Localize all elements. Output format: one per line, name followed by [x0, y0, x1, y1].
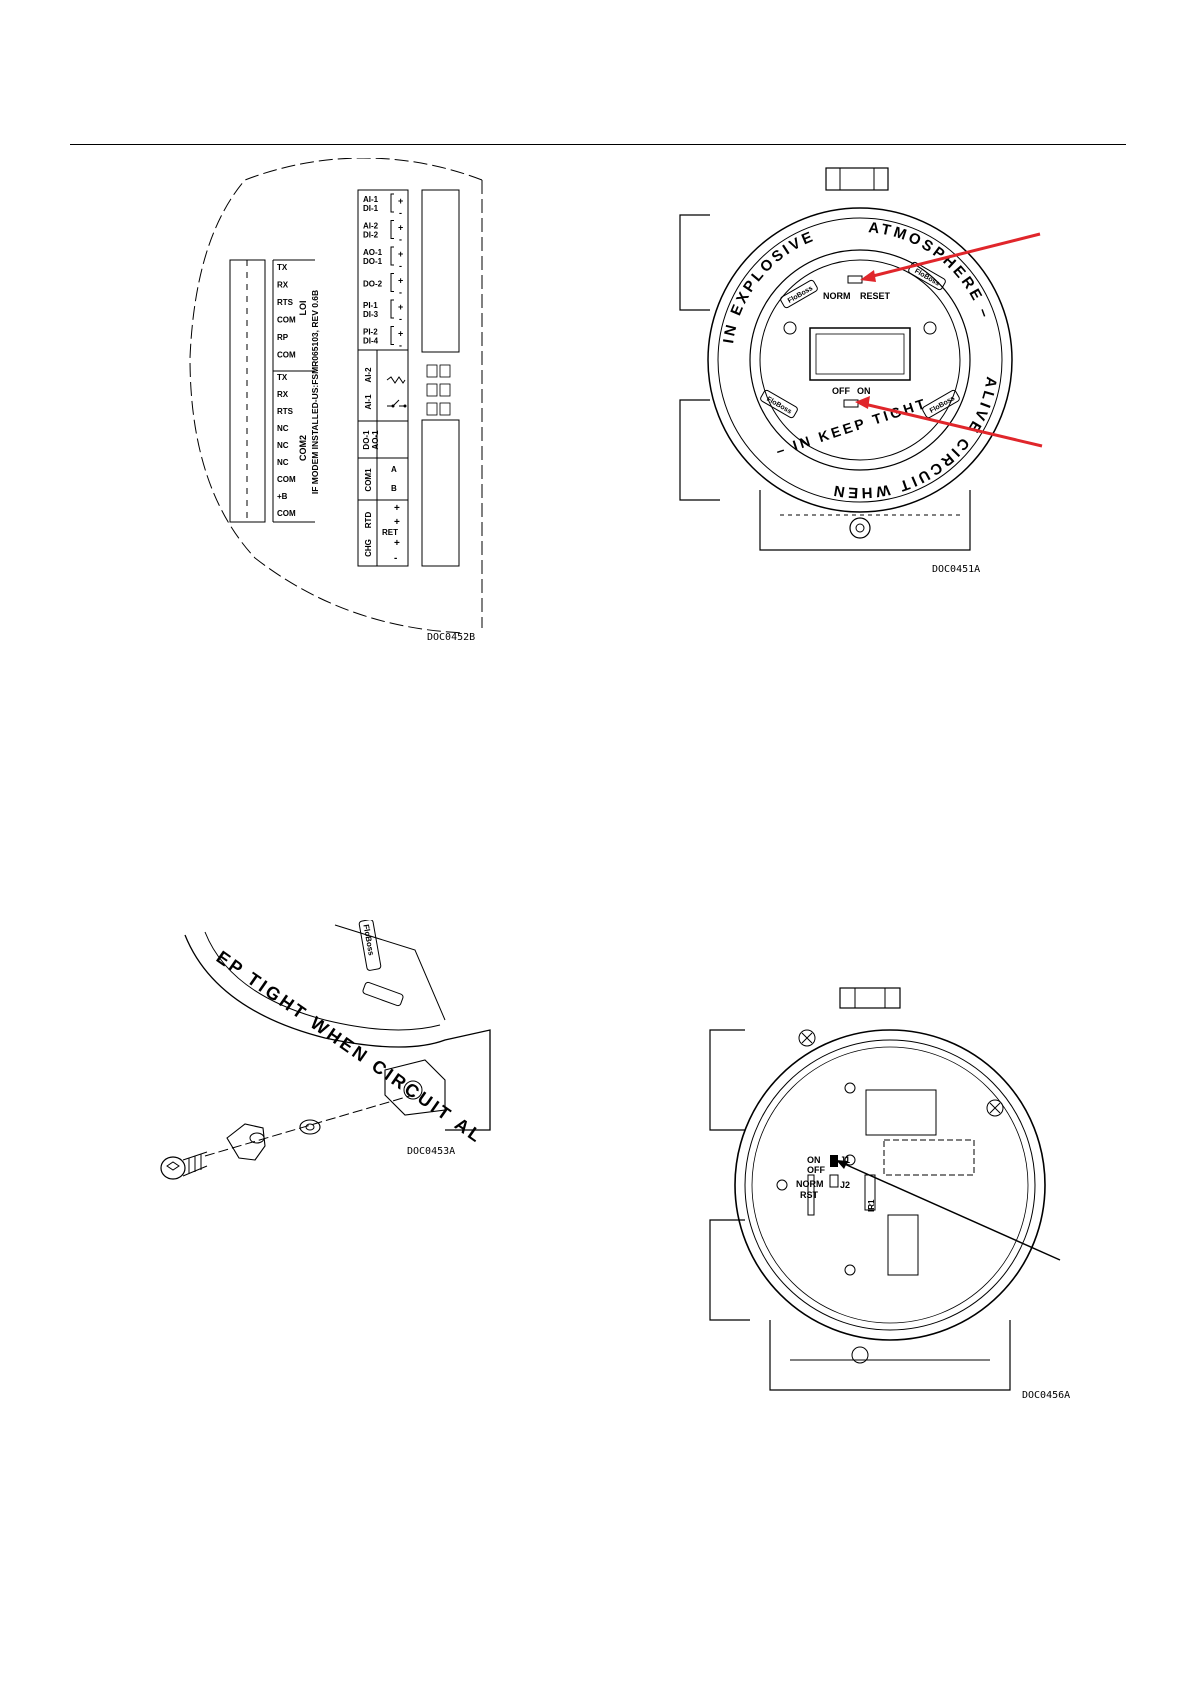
svg-text:ALIVE CIRCUIT WHEN: ALIVE CIRCUIT WHEN — [830, 375, 1000, 501]
bracket — [390, 220, 394, 239]
loi-terminal-labels: TX RX RTS COM RP COM TX RX RTS NC NC NC COM +B COM — [277, 263, 296, 518]
plus-sign: + — [398, 329, 403, 339]
j2-label: J2 — [840, 1180, 850, 1190]
svg-text:+: + — [394, 538, 400, 549]
svg-text:IN EXPLOSIVE: IN EXPLOSIVE — [720, 228, 818, 345]
front-view-figure: ATMOSPHERE – IN EXPLOSIVE ALIVE CIRCUIT … — [660, 160, 1060, 580]
plus-sign: + — [398, 249, 403, 259]
terminal-label: TX — [277, 373, 288, 382]
terminal-label: RX — [277, 281, 289, 290]
terminal-label: COM — [277, 475, 296, 484]
figure1-doc-id: DOC0452B — [427, 632, 475, 643]
j1-label: J1 — [840, 1155, 850, 1165]
ir-label: IR1 — [867, 1199, 876, 1212]
header-rule — [70, 144, 1126, 145]
on-label: ON — [807, 1155, 821, 1165]
minus-sign: - — [399, 341, 402, 351]
switch1-left: NORM — [823, 291, 851, 301]
loi-label: LOI — [298, 301, 308, 316]
rst-label: RST — [800, 1190, 819, 1200]
terminal-label: TX — [277, 263, 288, 272]
plus-sign: + — [398, 196, 403, 206]
io-label: DI-1 — [363, 204, 379, 213]
bracket — [390, 246, 394, 266]
plus-sign: + — [398, 223, 403, 233]
minus-sign: - — [399, 288, 402, 298]
ai2-label: AI-2 — [364, 367, 373, 383]
terminal-label: RTS — [277, 407, 294, 416]
io-label: AI-1 — [363, 195, 379, 204]
minus-sign: - — [399, 261, 402, 271]
com1-b: B — [391, 484, 397, 493]
bracket — [390, 326, 394, 345]
latch-exploded-figure: EP TIGHT WHEN CIRCUIT AL FloBoss DOC0453… — [145, 920, 495, 1190]
svg-text:+: + — [394, 517, 400, 528]
plus-sign: + — [398, 276, 403, 286]
com1-a: A — [391, 465, 397, 474]
minus-sign: - — [399, 208, 402, 218]
cover-ring-text: EP TIGHT WHEN CIRCUIT AL — [213, 947, 487, 1148]
switch2-right: ON — [857, 386, 871, 396]
terminal-label: RP — [277, 333, 289, 342]
on-off-switch-arrow — [859, 401, 1043, 448]
ring-text-right: ALIVE CIRCUIT WHEN — [830, 375, 997, 501]
modem-note: IF MODEM INSTALLED-US:FSMR065103, REV 0.… — [310, 290, 320, 494]
io-label: AO-1 — [363, 248, 383, 257]
switch1-right: RESET — [860, 291, 891, 301]
bracket — [390, 273, 394, 292]
io-label: DI-4 — [363, 337, 379, 346]
bracket — [390, 299, 394, 319]
ai1-label: AI-1 — [364, 394, 373, 410]
io-terminal-labels: AI-1DI-1 + - AI-2DI-2 + - AO-1DO-1 + - DO-2 + - PI-1… — [363, 193, 403, 351]
chg-label: CHG — [364, 539, 373, 557]
terminal-label: +B — [277, 492, 288, 501]
terminal-label: RX — [277, 390, 289, 399]
rtd-ret: RET — [382, 528, 398, 537]
io-label: PI-1 — [363, 301, 378, 310]
switch2-left: OFF — [832, 386, 850, 396]
com1-label: COM1 — [364, 468, 373, 492]
io-label: DI-3 — [363, 310, 379, 319]
norm-label: NORM — [796, 1179, 824, 1189]
plus-sign: + — [398, 302, 403, 312]
svg-text:+: + — [394, 503, 400, 514]
internal-board-figure: ON J1 OFF J2 NORM RST IR1 DOC0456A — [690, 980, 1090, 1400]
do1-label: DO-1 — [362, 430, 371, 450]
switch-pointer — [839, 1161, 1061, 1261]
ao1-label: AO-1 — [371, 430, 380, 450]
figure2-doc-id: DOC0451A — [932, 564, 980, 575]
terminal-label: COM — [277, 316, 296, 325]
rtd-label: RTD — [364, 512, 373, 529]
terminal-label: RTS — [277, 298, 294, 307]
reset-switch-arrow — [864, 232, 1041, 280]
ring-text-left: IN EXPLOSIVE — [720, 228, 815, 345]
terminal-label: COM — [277, 351, 296, 360]
off-label: OFF — [807, 1165, 825, 1175]
figure3-doc-id: DOC0453A — [407, 1146, 455, 1157]
io-label: AI-2 — [363, 222, 379, 231]
svg-text:-: - — [394, 553, 397, 564]
terminal-label: NC — [277, 424, 289, 433]
terminal-label: NC — [277, 458, 289, 467]
terminal-label: COM — [277, 509, 296, 518]
io-label: DO-1 — [363, 257, 383, 266]
figure4-doc-id: DOC0456A — [1022, 1390, 1070, 1400]
minus-sign: - — [399, 235, 402, 245]
bracket — [390, 193, 394, 213]
minus-sign: - — [399, 314, 402, 324]
com2-label: COM2 — [298, 435, 308, 461]
io-label: DO-2 — [363, 280, 383, 289]
terminal-label: NC — [277, 441, 289, 450]
io-label: PI-2 — [363, 328, 378, 337]
io-label: DI-2 — [363, 231, 379, 240]
